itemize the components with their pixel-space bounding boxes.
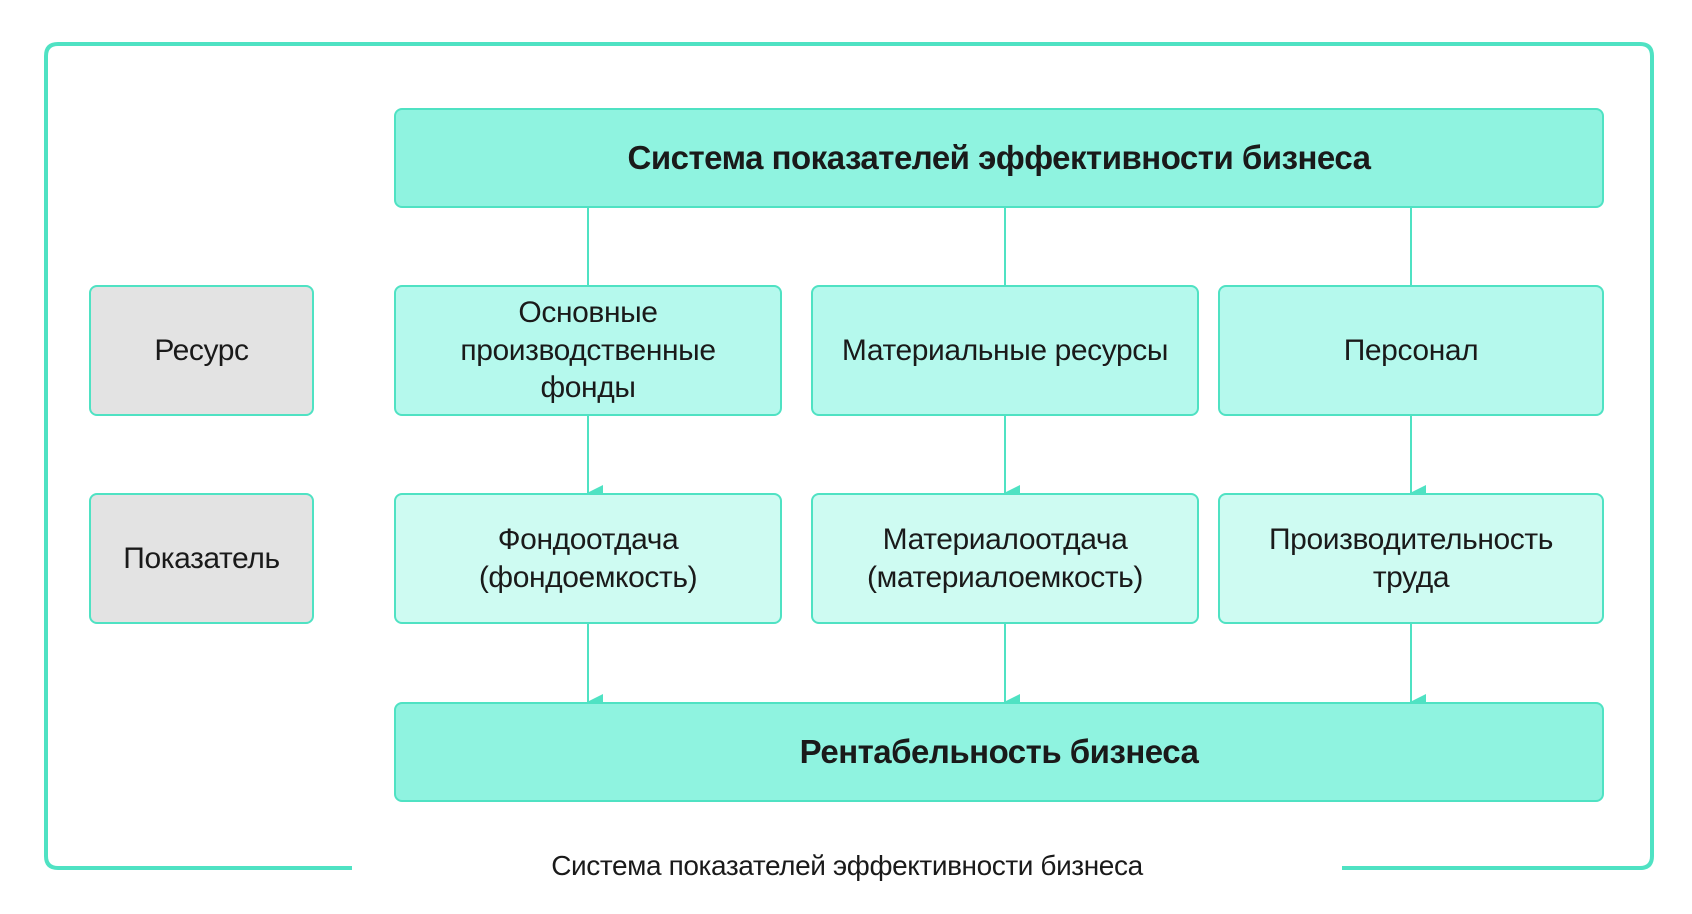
- metric-box-line: Фондоотдача: [497, 523, 679, 556]
- resource-box-line: Персонал: [1343, 333, 1479, 367]
- resource-box-line: Основные: [518, 296, 658, 330]
- resource-box-line: Материальные ресурсы: [841, 333, 1169, 367]
- resource-box-materials: Материальные ресурсы: [811, 285, 1199, 416]
- metric-box-line: (материалоемкость): [867, 560, 1143, 594]
- outer-frame-border: [44, 42, 1654, 870]
- diagram-title: Система показателей эффективности бизнес…: [627, 139, 1371, 177]
- figure-caption: Система показателей эффективности бизнес…: [551, 850, 1143, 881]
- resource-box-personnel: Персонал: [1218, 285, 1604, 416]
- row-label-resource-text: Ресурс: [154, 333, 249, 367]
- metric-box-labor-productivity: Производительность труда: [1218, 493, 1604, 624]
- resource-box-line: производственные фонды: [460, 333, 716, 405]
- row-label-resource: Ресурс: [89, 285, 314, 416]
- metric-box-line: Производительность труда: [1269, 523, 1553, 594]
- row-label-metric-text: Показатель: [123, 541, 280, 575]
- metric-box-capital-productivity: Фондоотдача (фондоемкость): [394, 493, 782, 624]
- result-box: Рентабельность бизнеса: [394, 702, 1604, 802]
- diagram-title-box: Система показателей эффективности бизнес…: [394, 108, 1604, 208]
- row-label-metric: Показатель: [89, 493, 314, 624]
- result-title: Рентабельность бизнеса: [799, 733, 1199, 771]
- resource-box-fixed-assets: Основные производственные фонды: [394, 285, 782, 416]
- metric-box-material-productivity: Материалоотдача (материалоемкость): [811, 493, 1199, 624]
- metric-box-line: (фондоемкость): [478, 560, 698, 594]
- metric-box-line: Материалоотдача: [882, 523, 1128, 556]
